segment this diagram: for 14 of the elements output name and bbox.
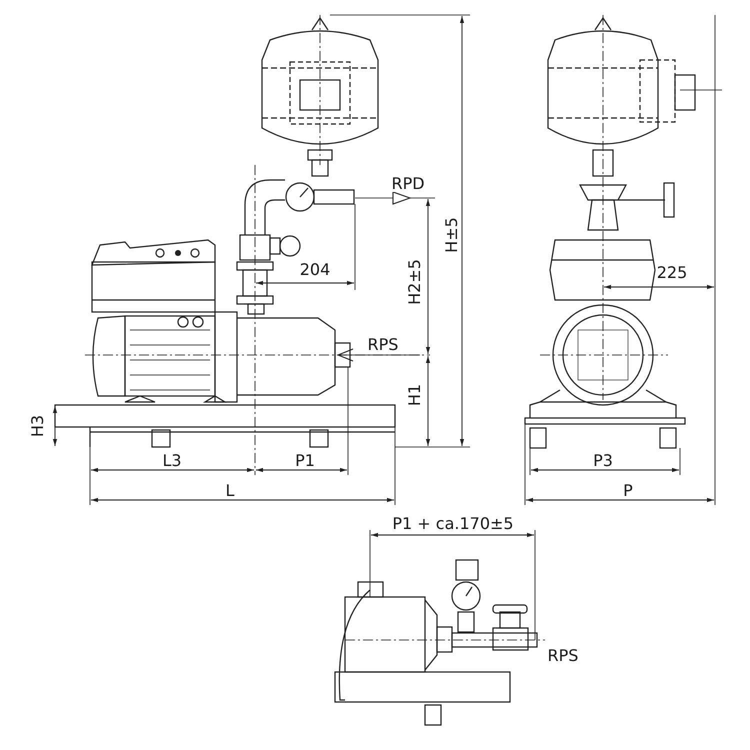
dimension-label: H3 (30, 414, 46, 438)
dimension-label: H1 (407, 382, 423, 408)
dimension-label: H2±5 (407, 258, 423, 306)
dimension-label: L (224, 483, 236, 499)
dimension-label: P (622, 483, 634, 499)
dimension-label: P1 (294, 453, 316, 469)
port-label: RPS (546, 648, 580, 664)
dimension-label: P3 (592, 453, 614, 469)
port-label: RPS (366, 337, 400, 353)
dimension-label: 204 (298, 262, 332, 278)
dimension-label: 225 (656, 265, 688, 281)
dimension-label: P1 + ca.170±5 (391, 516, 515, 532)
dimension-label: H±5 (444, 216, 460, 254)
dimension-label: L3 (161, 453, 183, 469)
